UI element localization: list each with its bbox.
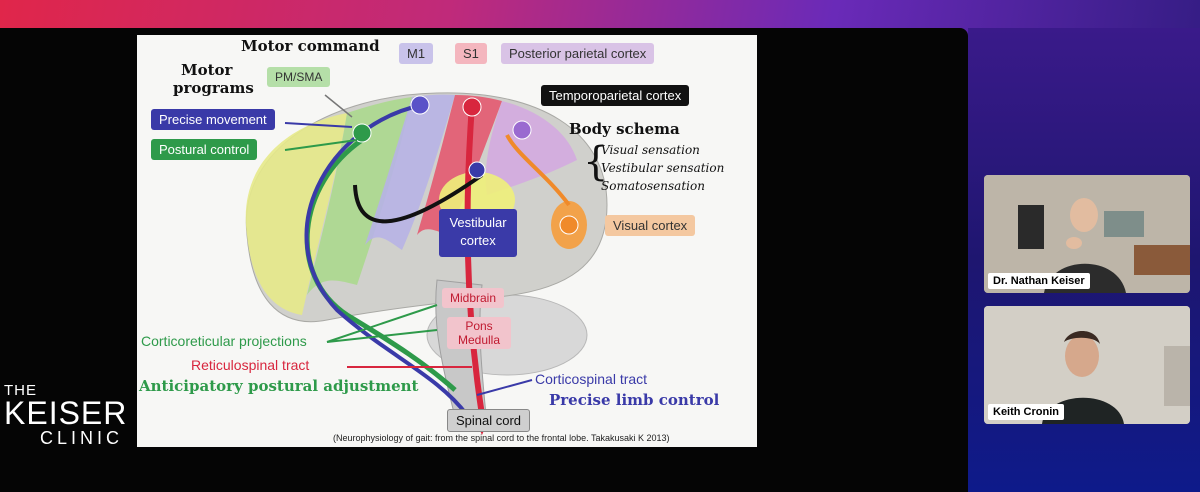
vestibular-cortex-label: Vestibular cortex [439, 209, 517, 257]
precise-movement-label: Precise movement [151, 109, 275, 130]
precise-limb-label: Precise limb control [549, 391, 720, 409]
citation-text: (Neurophysiology of gait: from the spina… [333, 433, 670, 443]
midbrain-label: Midbrain [442, 288, 505, 308]
presentation-slide: Motor command Motor programs M1 S1 Poste… [137, 35, 757, 447]
corticoreticular-label: Corticoreticular projections [141, 333, 307, 349]
posterior-parietal-label: Posterior parietal cortex [501, 43, 655, 64]
motor-programs-label-line2: programs [173, 79, 254, 97]
participant-tile-nathan-keiser[interactable]: Dr. Nathan Keiser [984, 175, 1190, 293]
pons-medulla-label: Pons Medulla [447, 317, 511, 349]
reticulospinal-label: Reticulospinal tract [191, 357, 310, 373]
pm-sma-label: PM/SMA [267, 67, 331, 87]
m1-label: M1 [399, 43, 434, 64]
s1-label: S1 [455, 43, 487, 64]
spinal-cord-label: Spinal cord [447, 409, 531, 432]
body-schema-label: Body schema [569, 120, 680, 138]
participant-tile-keith-cronin[interactable]: Keith Cronin [984, 306, 1190, 424]
participant-name-tag: Keith Cronin [988, 404, 1064, 420]
motor-programs-label-line1: Motor [181, 61, 233, 79]
visual-sensation-label: Visual sensation [601, 143, 700, 157]
temporoparietal-label: Temporoparietal cortex [541, 85, 690, 106]
brace-icon: { [583, 139, 609, 185]
keiser-clinic-logo: THE KEISER CLINIC [4, 382, 128, 448]
visual-cortex-label: Visual cortex [605, 215, 696, 236]
top-gradient-band [0, 0, 1200, 28]
corticospinal-label: Corticospinal tract [535, 371, 648, 387]
somatosensation-label: Somatosensation [601, 179, 705, 193]
vestibular-sensation-label: Vestibular sensation [601, 161, 725, 175]
postural-control-label: Postural control [151, 139, 258, 160]
participant-name-tag: Dr. Nathan Keiser [988, 273, 1090, 289]
motor-command-label: Motor command [241, 37, 380, 55]
anticipatory-postural-label: Anticipatory postural adjustment [139, 377, 419, 395]
